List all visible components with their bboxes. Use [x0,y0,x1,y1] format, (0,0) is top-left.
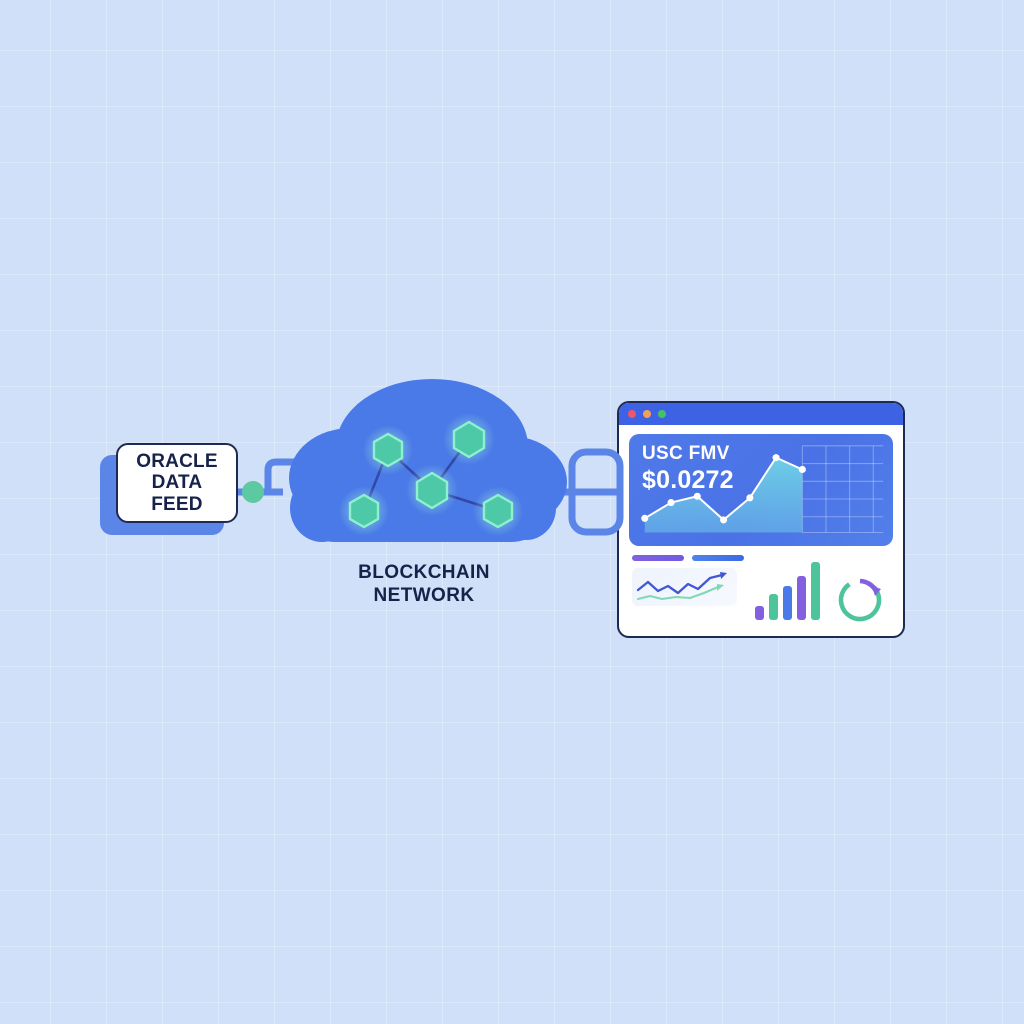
hex-node-5 [482,493,514,529]
progress-ring-widget[interactable] [833,573,887,627]
fmv-title: USC FMV [642,443,730,464]
connector-cloud-to-dashboard-bracket [568,448,624,536]
fmv-data-points [641,454,806,524]
dashboard-window[interactable]: USC FMV $0.0272 [617,401,905,638]
trend-line-chart [636,572,727,601]
bar-1 [755,606,764,620]
legend-pill-blue[interactable] [692,555,744,561]
trend-arrow-primary [720,572,727,579]
oracle-data-feed-box[interactable]: ORACLE DATA FEED [116,443,238,523]
window-close-dot[interactable] [628,410,636,418]
fmv-chart-panel[interactable]: USC FMV $0.0272 [629,434,893,546]
window-body: USC FMV $0.0272 [619,425,903,636]
fmv-data-point [798,465,806,474]
connector-status-dot [242,481,264,503]
hex-node-2 [452,420,486,459]
widgets-row [629,562,893,630]
fmv-area-fill [644,457,803,533]
legend-pill-purple[interactable] [632,555,684,561]
fmv-data-point [667,499,675,507]
progress-ring-track [838,578,882,622]
bar-5 [811,562,820,620]
legend-pill-row [629,555,893,561]
fmv-value: $0.0272 [642,465,734,494]
progress-ring-arrow [872,586,881,596]
cloud-network-nodes [339,413,523,536]
hex-node-4 [348,493,380,529]
bar-3 [783,586,792,620]
trend-line-card[interactable] [632,568,737,606]
window-titlebar [619,403,903,425]
trend-line-secondary [636,585,720,601]
fmv-data-point [720,516,728,524]
bar-2 [769,594,778,620]
fmv-data-point [641,514,649,522]
fmv-chart-grid [801,445,884,534]
trend-arrow-secondary [717,584,724,591]
fmv-data-point [746,494,754,502]
blockchain-network-label: BLOCKCHAIN NETWORK [358,562,490,606]
bar-4 [797,576,806,620]
cloud-shape [289,379,567,542]
window-minimize-dot[interactable] [643,410,651,418]
trend-line-primary [636,573,724,595]
window-maximize-dot[interactable] [658,410,666,418]
connector-oracle-to-cloud-bracket [264,458,334,496]
oracle-box-label: ORACLE DATA FEED [136,451,218,515]
fmv-data-point [772,454,780,462]
fmv-area-chart [641,445,884,534]
bar-chart-widget[interactable] [755,562,820,620]
fmv-data-point [693,492,701,500]
fmv-text-block: USC FMV $0.0272 [642,443,734,494]
hex-node-1 [372,432,404,468]
hex-node-3 [415,471,449,510]
